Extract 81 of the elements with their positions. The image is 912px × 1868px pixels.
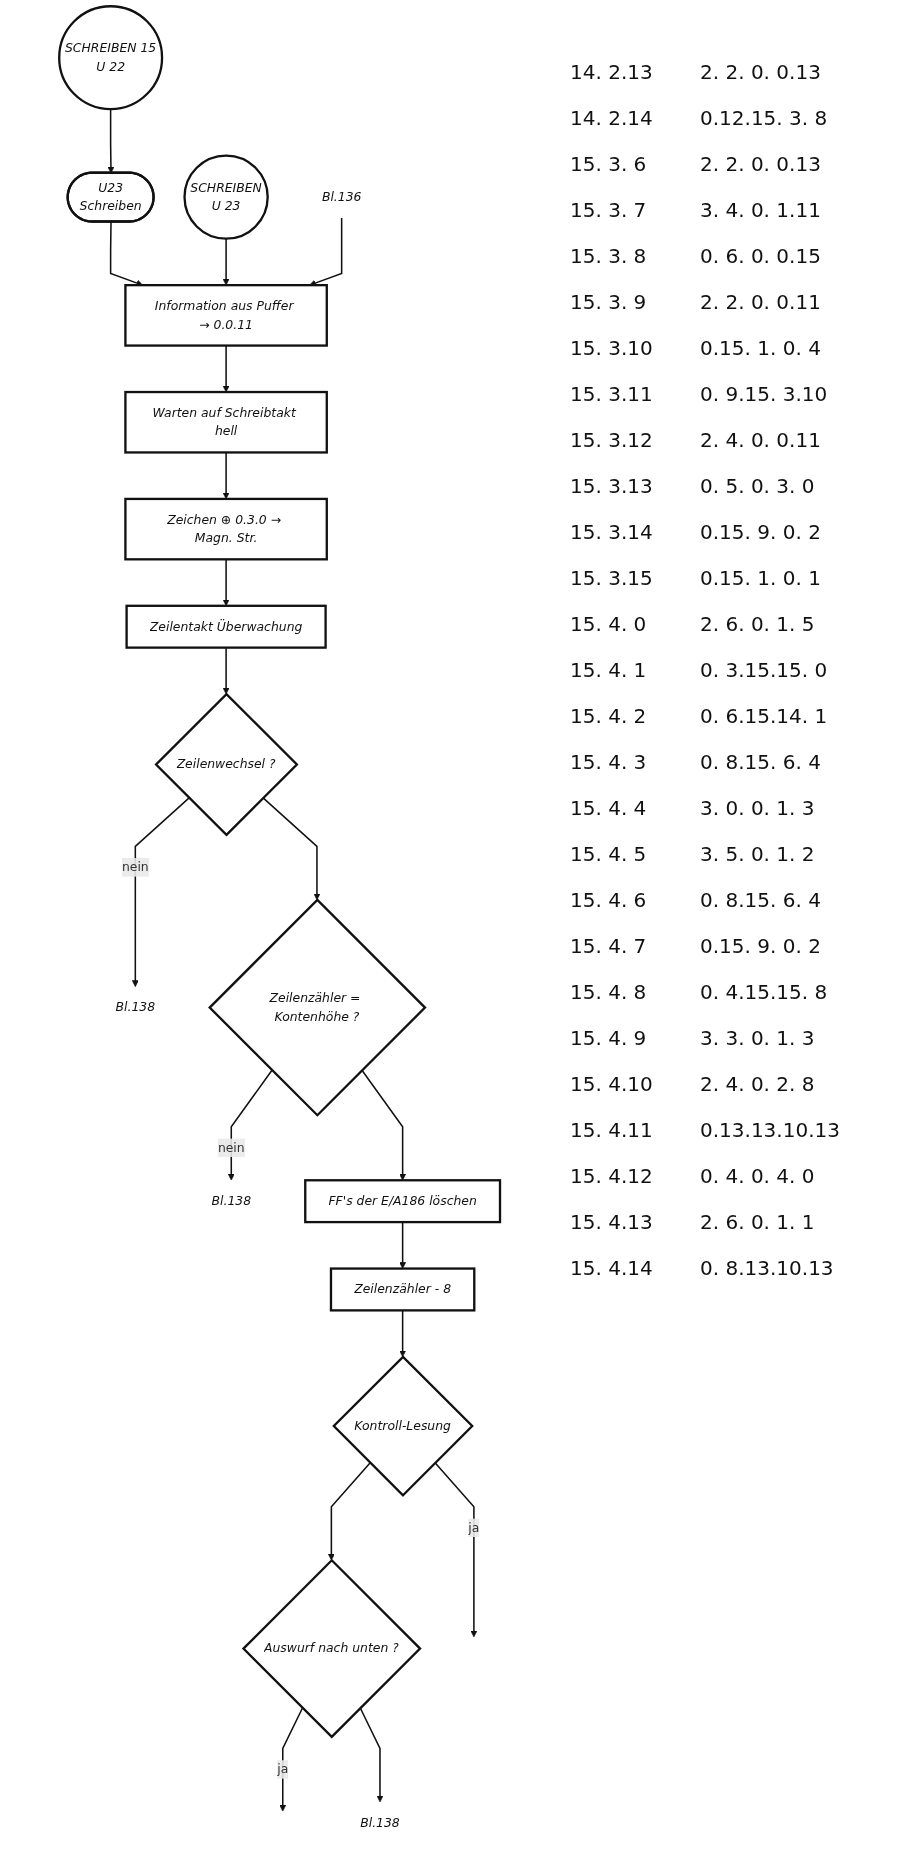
instruction-code: 0. 9.15. 3.10 — [700, 382, 829, 406]
step-address: 15. 3. 9 — [570, 290, 648, 314]
arrow — [434, 1462, 478, 1638]
step-address: 15. 4. 9 — [570, 1026, 648, 1050]
arrow — [279, 1707, 304, 1812]
node-diamond: Kontroll-Lesung — [332, 1355, 475, 1497]
step-address: 14. 2.14 — [570, 106, 654, 130]
instruction-code: 3. 3. 0. 1. 3 — [700, 1026, 816, 1050]
step-address: 15. 3. 6 — [570, 152, 648, 176]
instruction-code: 0.15. 9. 0. 2 — [700, 934, 822, 958]
node-box: Zeilentakt Überwachung — [125, 604, 328, 649]
arrow — [361, 1069, 407, 1181]
instruction-code: 2. 2. 0. 0.13 — [700, 60, 822, 84]
step-address: 14. 2.13 — [570, 60, 654, 84]
instruction-code: 3. 4. 0. 1.11 — [700, 198, 822, 222]
step-address: 15. 4.14 — [570, 1256, 654, 1280]
step-address: 15. 4. 6 — [570, 888, 648, 912]
instruction-code: 0. 8.15. 6. 4 — [700, 888, 822, 912]
instruction-code: 0. 6. 0. 0.15 — [700, 244, 822, 268]
step-address: 15. 4. 1 — [570, 658, 648, 682]
node-box: Information aus Puffer → 0.0.11 — [124, 284, 329, 347]
node-text: Bl.136 — [322, 189, 362, 205]
step-address: 15. 4. 8 — [570, 980, 648, 1004]
edge-label: ja — [468, 1520, 480, 1535]
edge-label: nein — [218, 1140, 246, 1155]
step-address: 15. 4. 3 — [570, 750, 648, 774]
instruction-code: 0.12.15. 3. 8 — [700, 106, 829, 130]
instruction-code: 0.15. 1. 0. 1 — [700, 566, 822, 590]
node-diamond: Zeilenwechsel ? — [154, 692, 299, 837]
node-diamond: Auswurf nach unten ? — [242, 1558, 423, 1739]
instruction-code: 0. 6.15.14. 1 — [700, 704, 829, 728]
step-address: 15. 4.13 — [570, 1210, 654, 1234]
node-box: Zeichen ⊕ 0.3.0 → Magn. Str. — [124, 497, 329, 561]
node-diamond: Zeilenzähler = Kontenhöhe ? — [208, 898, 428, 1117]
step-address: 15. 3.10 — [570, 336, 654, 360]
step-address: 15. 3.11 — [570, 382, 654, 406]
instruction-code: 0.13.13.10.13 — [700, 1118, 841, 1142]
node-box: Zeilenzähler - 8 — [330, 1267, 476, 1312]
instruction-code: 0. 4. 0. 4. 0 — [700, 1164, 816, 1188]
step-address: 15. 3.15 — [570, 566, 654, 590]
instruction-code: 2. 6. 0. 1. 1 — [700, 1210, 816, 1234]
instruction-code: 3. 5. 0. 1. 2 — [700, 842, 816, 866]
step-address: 15. 4.11 — [570, 1118, 654, 1142]
instruction-code: 0. 4.15.15. 8 — [700, 980, 829, 1004]
step-address: 15. 3.12 — [570, 428, 654, 452]
step-address: 15. 3. 7 — [570, 198, 648, 222]
step-address: 15. 4. 4 — [570, 796, 648, 820]
instruction-code: 0. 5. 0. 3. 0 — [700, 474, 816, 498]
step-address: 15. 4. 7 — [570, 934, 648, 958]
instruction-code: 2. 6. 0. 1. 5 — [700, 612, 816, 636]
step-address: 15. 4.12 — [570, 1164, 654, 1188]
step-address: 15. 4. 2 — [570, 704, 648, 728]
node-text: Bl.138 — [115, 999, 156, 1015]
arrow — [262, 797, 321, 901]
instruction-code: 0.15. 1. 0. 4 — [700, 336, 822, 360]
edge-label: nein — [122, 859, 150, 875]
instruction-code: 2. 2. 0. 0.13 — [700, 152, 822, 176]
step-address: 15. 3. 8 — [570, 244, 648, 268]
instruction-code: 0. 3.15.15. 0 — [700, 658, 829, 682]
arrow — [359, 1707, 384, 1803]
arrow — [132, 797, 191, 987]
step-address: 15. 4. 5 — [570, 842, 648, 866]
step-address: 15. 4.10 — [570, 1072, 654, 1096]
step-address: 15. 4. 0 — [570, 612, 648, 636]
instruction-code: 2. 2. 0. 0.11 — [700, 290, 822, 314]
node-circle: SCHREIBEN U 23 — [183, 154, 270, 240]
step-address: 15. 3.14 — [570, 520, 654, 544]
step-address: 15. 3.13 — [570, 474, 654, 498]
node-text: Bl.138 — [360, 1815, 401, 1830]
instruction-code: 0.15. 9. 0. 2 — [700, 520, 822, 544]
instruction-code: 2. 4. 0. 2. 8 — [700, 1072, 816, 1096]
instruction-code: 2. 4. 0. 0.11 — [700, 428, 822, 452]
instruction-code: 0. 8.13.10.13 — [700, 1256, 835, 1280]
node-box: Warten auf Schreibtakt hell — [124, 390, 329, 454]
node-text: Bl.138 — [211, 1193, 252, 1209]
arrow — [328, 1462, 372, 1561]
edge-label: ja — [277, 1761, 289, 1777]
node-box: FF's der E/A186 löschen — [304, 1179, 502, 1224]
instruction-code: 0. 8.15. 6. 4 — [700, 750, 822, 774]
node-circle: SCHREIBEN 15 U 22 — [58, 5, 164, 111]
instruction-code: 3. 0. 0. 1. 3 — [700, 796, 816, 820]
